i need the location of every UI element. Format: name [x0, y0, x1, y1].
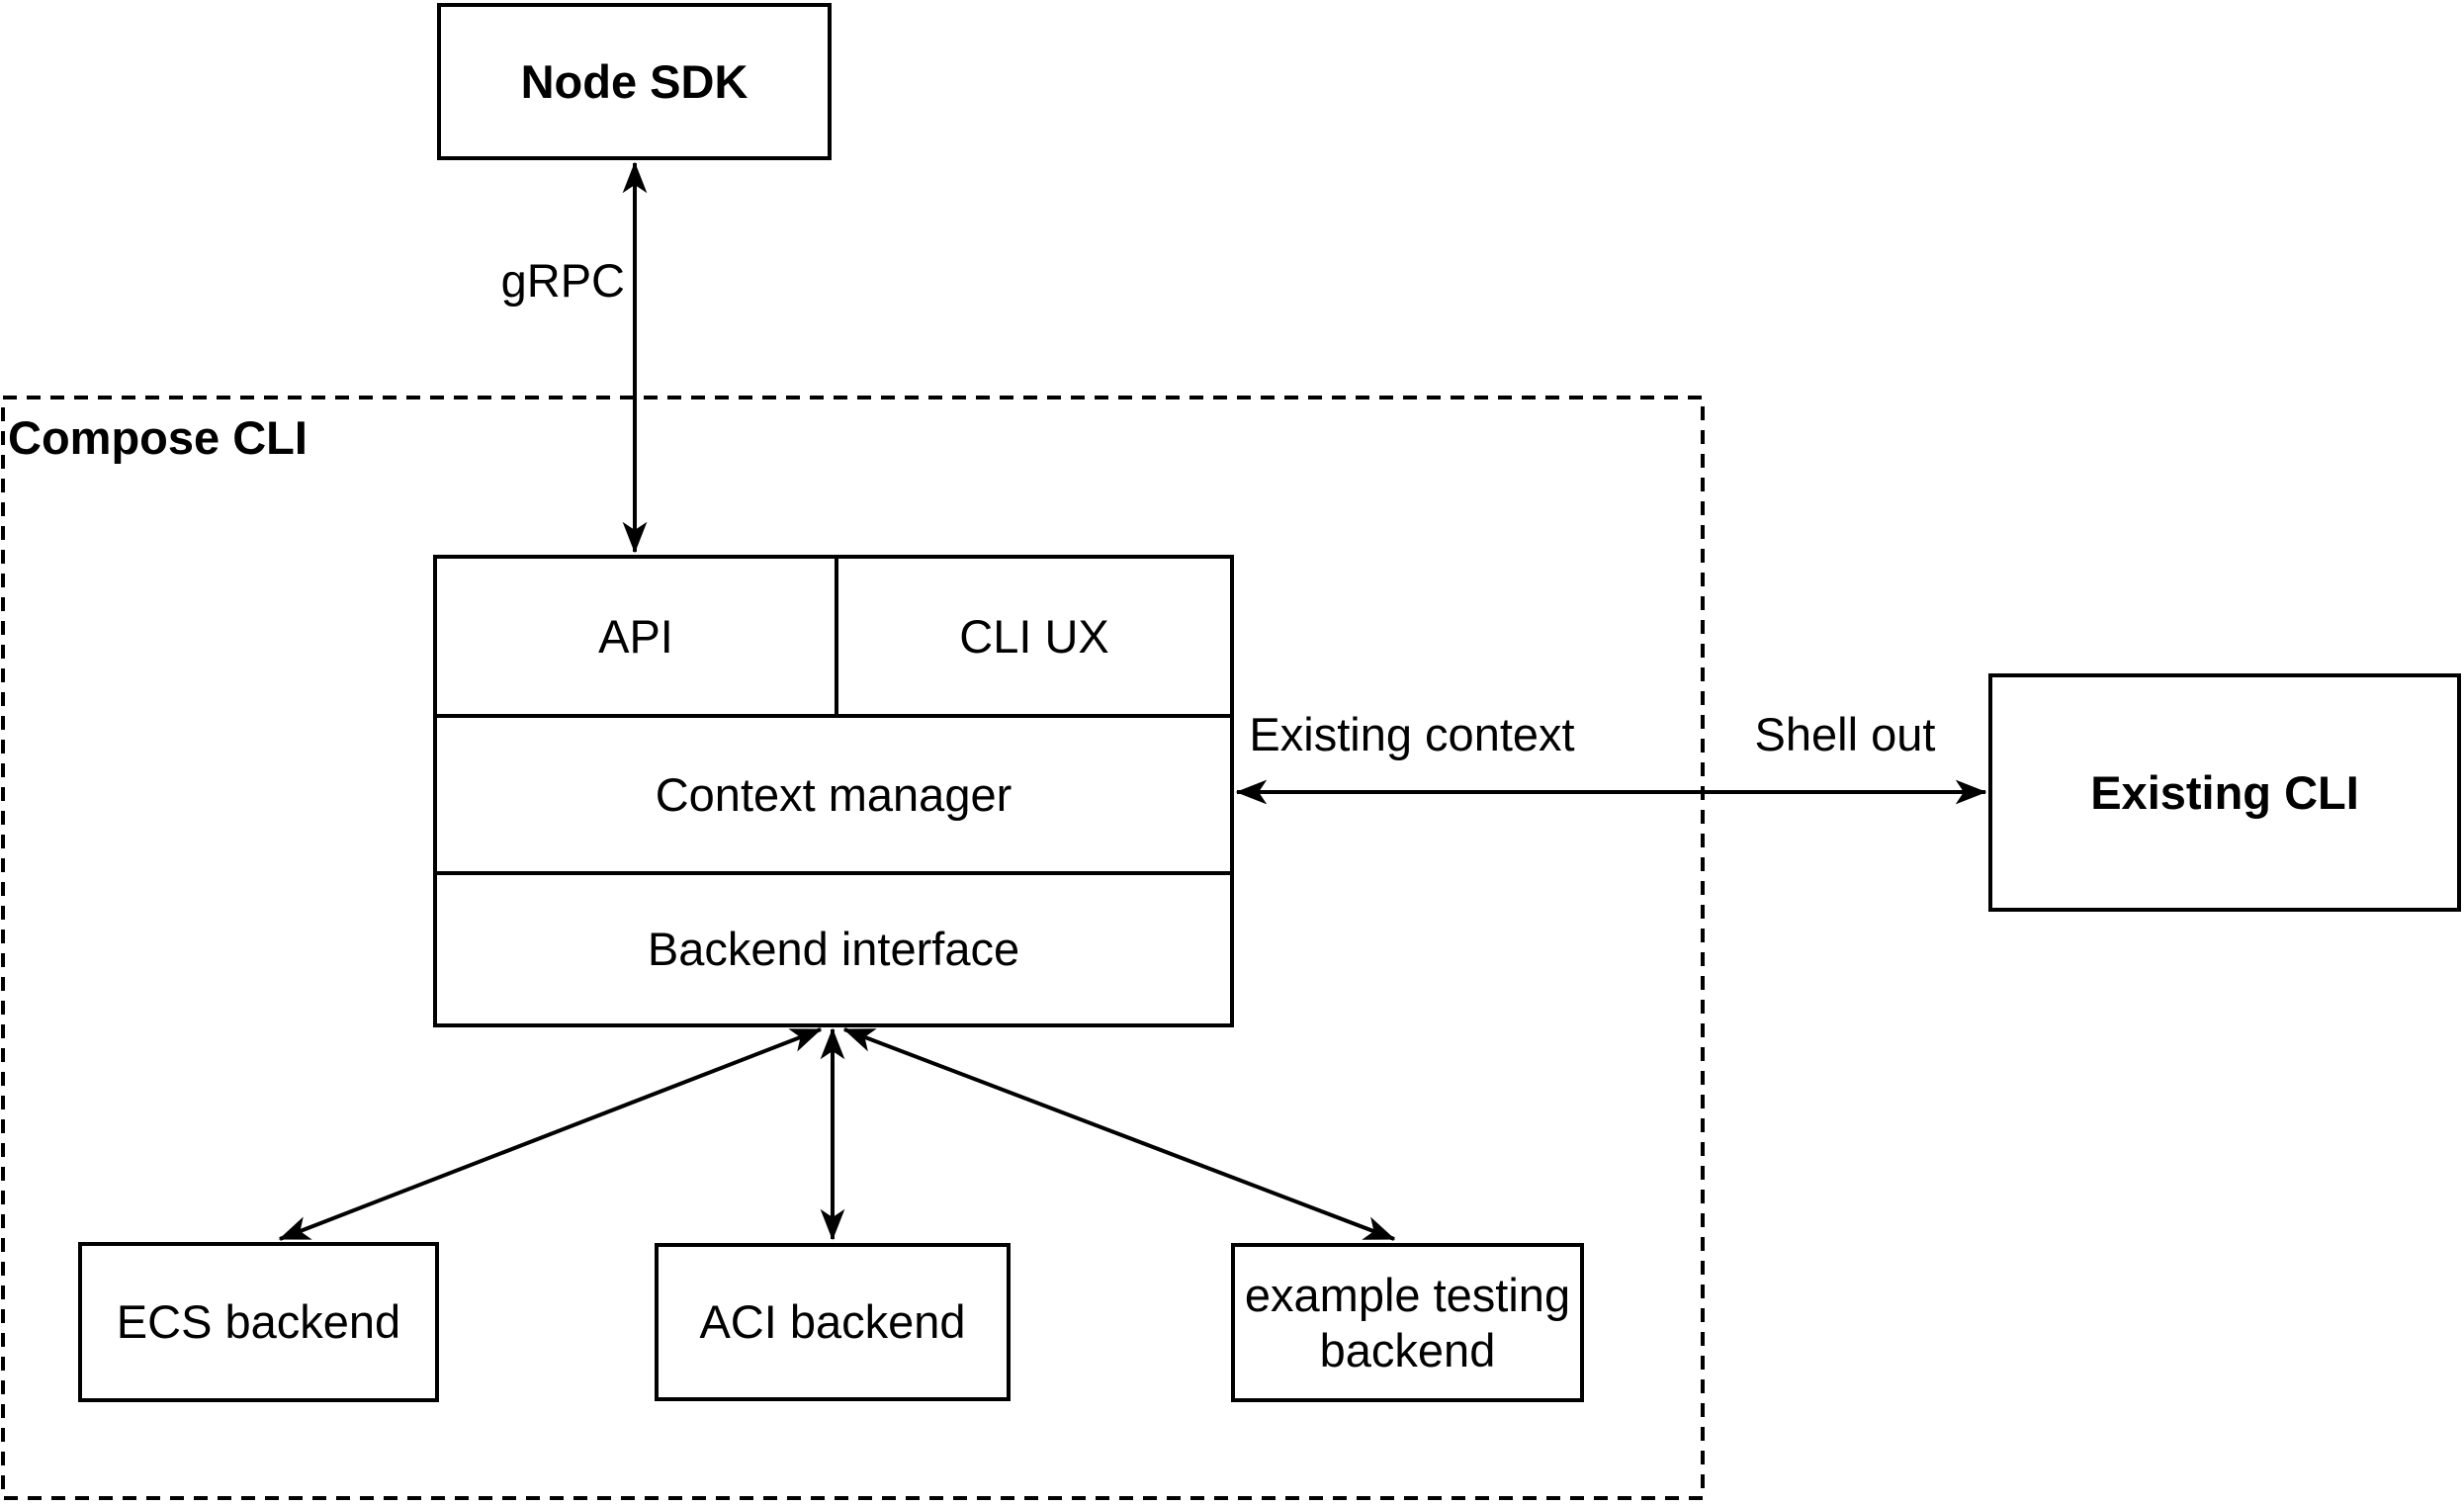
ecs-backend-connector [278, 1027, 823, 1241]
api-cliux-divider [835, 559, 838, 714]
node-sdk-box: Node SDK [437, 3, 832, 160]
api-label: API [598, 609, 673, 663]
compose-cli-group-label: Compose CLI [8, 411, 308, 465]
shell-out-edge-label: Shell out [1754, 708, 1936, 761]
compose-cli-core-box: API CLI UX Context manager Backend inter… [433, 555, 1234, 1027]
context-manager-cell: Context manager [437, 718, 1230, 871]
ecs-backend-label: ECS backend [116, 1295, 401, 1349]
middle-row-divider [437, 871, 1230, 875]
api-cell: API [437, 559, 835, 714]
ecs-backend-box: ECS backend [78, 1242, 439, 1402]
example-backend-connector [842, 1027, 1396, 1241]
cli-ux-cell: CLI UX [838, 559, 1230, 714]
cli-ux-label: CLI UX [959, 609, 1109, 663]
grpc-edge-label: gRPC [500, 254, 625, 308]
context-manager-label: Context manager [655, 767, 1012, 821]
existing-context-edge-label: Existing context [1249, 708, 1575, 761]
aci-backend-label: ACI backend [699, 1295, 966, 1349]
backend-interface-label: Backend interface [647, 923, 1020, 976]
backend-interface-cell: Backend interface [437, 875, 1230, 1023]
top-row-divider [437, 714, 1230, 718]
existing-cli-box: Existing CLI [1988, 673, 2461, 912]
example-testing-backend-label: example testing backend [1244, 1269, 1571, 1376]
existing-cli-label: Existing CLI [2090, 765, 2359, 819]
node-sdk-label: Node SDK [520, 54, 748, 108]
aci-backend-box: ACI backend [655, 1243, 1011, 1401]
example-testing-backend-box: example testing backend [1231, 1243, 1584, 1402]
